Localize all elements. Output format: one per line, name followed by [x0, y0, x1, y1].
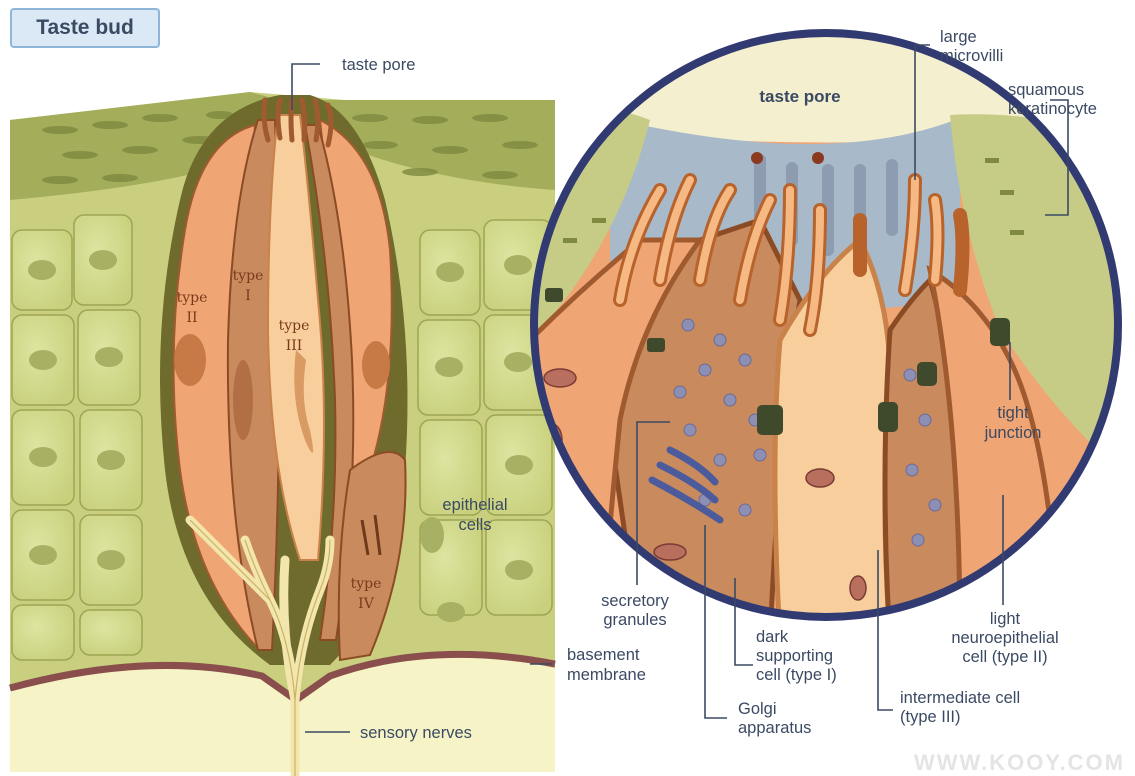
intermediate-cell-label: intermediate cell(type III) — [900, 689, 1020, 726]
sensory-nerves-label: sensory nerves — [360, 724, 472, 742]
left-taste-bud-illustration — [10, 92, 555, 776]
taste-pore-label-left: taste pore — [342, 56, 415, 74]
watermark: WWW.KOOY.COM — [914, 750, 1125, 775]
taste-pore-label-right: taste pore — [759, 87, 840, 106]
